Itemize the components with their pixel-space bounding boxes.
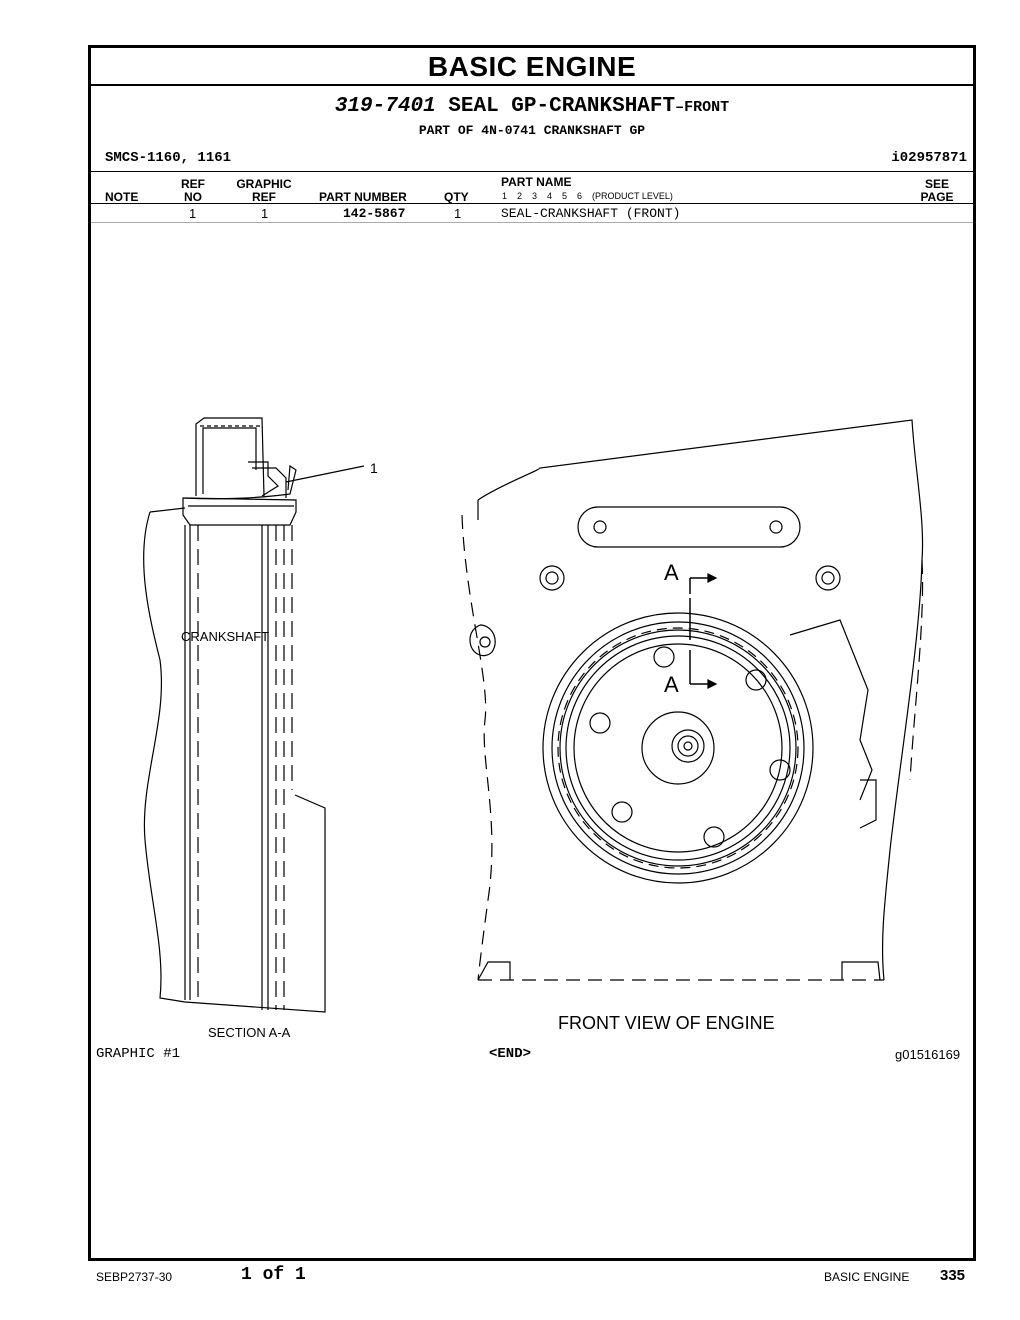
col-part-name-header: PART NAME (501, 175, 572, 189)
product-levels: 1 2 3 4 5 6 (PRODUCT LEVEL) (502, 191, 673, 201)
page-frame: BASIC ENGINE 319-7401 SEAL GP-CRANKSHAFT… (88, 45, 976, 1261)
col-qty-header: QTY (444, 190, 469, 204)
section-title: BASIC ENGINE (427, 51, 637, 82)
section-title-band: BASIC ENGINE (91, 48, 973, 86)
col-part-number-header: PART NUMBER (319, 190, 407, 204)
row-rule (91, 222, 973, 223)
page-number: 335 (940, 1267, 966, 1284)
row-part-number[interactable]: 142-5867 (343, 206, 406, 221)
callout-number: 1 (370, 460, 378, 476)
group-title: 319-7401 SEAL GP-CRANKSHAFT–FRONT (91, 95, 973, 118)
section-marker-top: A (664, 560, 679, 585)
graphic-id: g01516169 (895, 1047, 961, 1062)
crankshaft-label: CRANKSHAFT (181, 629, 270, 644)
graphic-label: GRAPHIC #1 (96, 1046, 181, 1062)
front-view-label: FRONT VIEW OF ENGINE (558, 1013, 775, 1033)
end-marker: <END> (489, 1046, 532, 1062)
front-view-drawing (461, 419, 924, 981)
group-name: SEAL GP-CRANKSHAFT (448, 95, 676, 118)
col-ref-no-header: REF NO (181, 177, 205, 204)
smcs-code: SMCS-1160, 1161 (105, 150, 232, 166)
section-label: SECTION A-A (208, 1025, 291, 1040)
group-number: 319-7401 (334, 95, 436, 118)
col-see-page-header: SEE PAGE (920, 177, 954, 204)
part-of-line: PART OF 4N-0741 CRANKSHAFT GP (418, 123, 646, 138)
header-rule-bottom (91, 203, 973, 204)
col-graphic-ref-header: GRAPHIC REF (236, 177, 292, 204)
illustration-id: i02957871 (891, 150, 967, 166)
doc-number: SEBP2737-30 (96, 1270, 173, 1284)
row-ref-no: 1 (189, 206, 197, 221)
crankshaft-section-drawing (143, 417, 365, 1013)
group-suffix: –FRONT (675, 99, 730, 116)
page-of: 1 of 1 (241, 1265, 306, 1285)
section-marker-bottom: A (664, 672, 679, 697)
col-note-header: NOTE (105, 190, 139, 204)
header-rule-top (91, 171, 973, 172)
row-qty: 1 (454, 206, 462, 221)
row-part-name: SEAL-CRANKSHAFT (FRONT) (501, 206, 681, 221)
footer-section: BASIC ENGINE (824, 1270, 910, 1284)
row-graphic-ref: 1 (261, 206, 269, 221)
